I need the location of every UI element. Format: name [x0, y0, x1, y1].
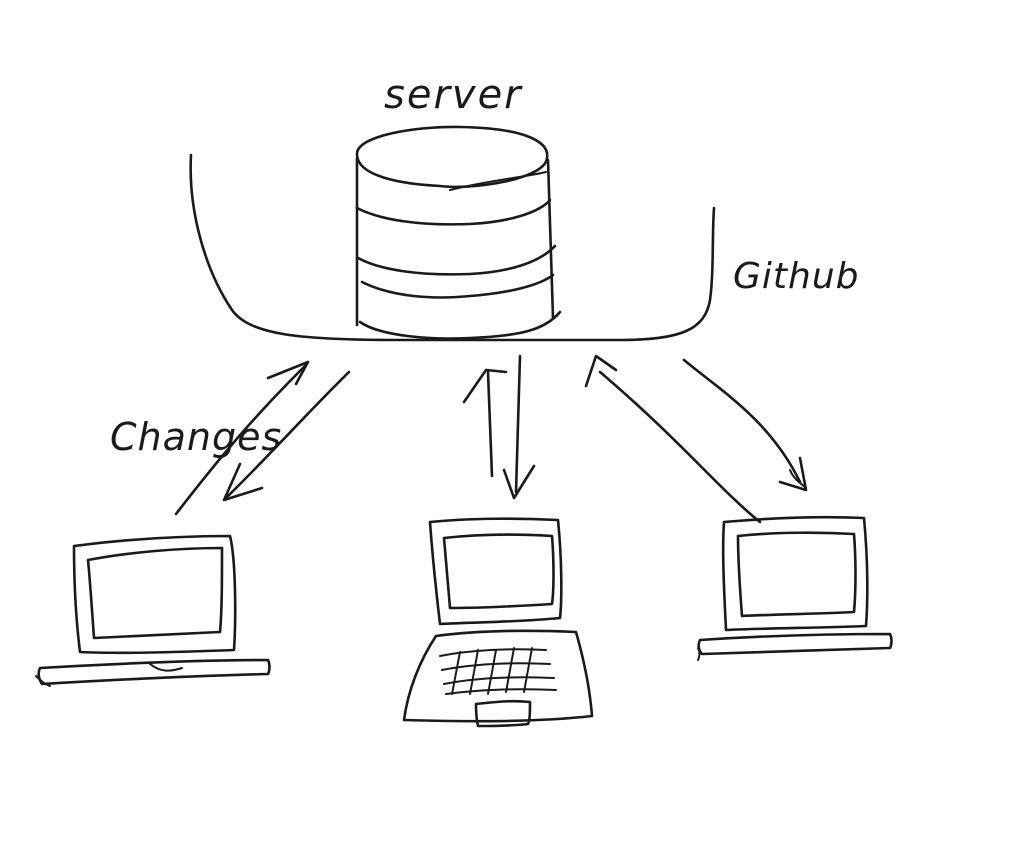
server-label: server	[384, 72, 523, 118]
github-label: Github	[733, 256, 860, 297]
laptop-icon-right	[697, 515, 893, 661]
arrow-server-to-right-client	[682, 358, 808, 492]
server-database-icon	[355, 125, 562, 340]
changes-label: Changes	[110, 415, 282, 459]
arrow-server-to-left-client	[222, 370, 351, 502]
github-enclosure	[189, 153, 716, 342]
arrow-middle-client-to-server	[462, 368, 508, 478]
arrow-server-to-middle-client	[502, 354, 536, 500]
arrow-left-client-to-server	[174, 360, 310, 516]
arrow-right-client-to-server	[584, 354, 762, 524]
laptop-icon-middle	[402, 517, 594, 728]
laptop-icon-left	[35, 534, 271, 687]
